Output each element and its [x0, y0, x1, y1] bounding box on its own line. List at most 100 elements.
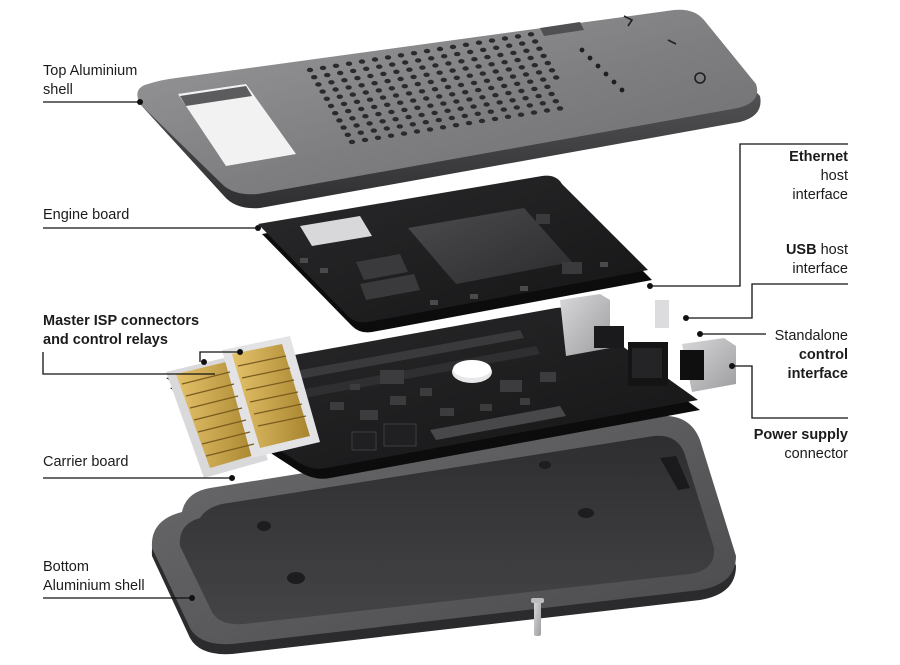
vent-hole	[415, 58, 422, 63]
vent-hole	[375, 111, 382, 117]
vent-hole	[531, 62, 538, 68]
vent-hole	[336, 94, 343, 99]
vent-hole	[370, 128, 377, 133]
vent-hole	[539, 101, 546, 106]
vent-hole	[332, 63, 340, 68]
vent-hole	[323, 96, 330, 102]
vent-hole	[367, 73, 374, 79]
vent-hole	[306, 67, 314, 73]
vent-hole	[493, 45, 500, 50]
vent-hole	[543, 108, 551, 113]
vent-hole	[410, 74, 417, 80]
vent-hole	[488, 62, 495, 67]
vent-hole	[413, 129, 421, 134]
vent-hole	[435, 117, 442, 123]
vent-hole	[379, 119, 386, 124]
vent-hole	[474, 111, 481, 117]
vent-hole	[513, 105, 520, 110]
vent-hole	[501, 36, 509, 41]
vent-hole	[384, 78, 391, 84]
vent-hole	[462, 90, 469, 95]
vent-hole	[505, 67, 512, 72]
vent-hole	[406, 67, 413, 72]
vent-hole	[540, 53, 547, 59]
vent-hole	[444, 108, 451, 114]
vent-hole	[419, 65, 426, 70]
vent-hole	[371, 104, 378, 110]
vent-hole	[475, 40, 483, 45]
vent-hole	[536, 46, 543, 51]
vent-hole	[556, 106, 564, 111]
vent-hole	[454, 51, 461, 57]
vent-hole	[453, 99, 460, 104]
vent-hole	[328, 80, 335, 85]
vent-hole	[496, 76, 504, 81]
vent-hole	[340, 101, 348, 107]
vent-hole	[519, 41, 526, 46]
vent-hole	[353, 99, 361, 105]
vent-hole	[492, 69, 499, 74]
vent-hole	[414, 81, 421, 87]
vent-hole	[501, 60, 508, 65]
vent-hole	[514, 81, 521, 87]
vent-hole	[535, 70, 543, 75]
vent-hole	[504, 114, 512, 120]
vent-hole	[362, 114, 369, 119]
vent-hole	[340, 125, 347, 130]
vent-hole	[535, 93, 542, 99]
vent-hole	[510, 50, 517, 56]
vent-hole	[544, 60, 551, 66]
vent-hole	[470, 104, 477, 109]
vent-hole	[522, 96, 529, 101]
vent-hole	[527, 79, 534, 84]
vent-hole	[497, 52, 504, 58]
vent-hole	[506, 43, 513, 48]
vent-hole	[483, 102, 490, 107]
vent-hole	[426, 127, 434, 132]
vent-hole	[414, 105, 421, 111]
vent-hole	[393, 69, 400, 75]
vent-hole	[436, 46, 444, 52]
vent-hole	[475, 64, 482, 69]
vent-hole	[371, 81, 378, 86]
vent-hole	[449, 68, 456, 73]
vent-hole	[345, 85, 352, 90]
vent-hole	[361, 137, 369, 143]
vent-hole	[392, 93, 400, 98]
vent-hole	[392, 117, 399, 122]
vent-hole	[401, 84, 408, 89]
vent-hole	[527, 32, 535, 37]
vent-hole-grid	[306, 32, 564, 145]
vent-hole	[423, 48, 431, 54]
vent-hole	[397, 53, 405, 58]
vent-hole	[311, 75, 318, 80]
vent-hole	[410, 51, 418, 56]
vent-hole	[332, 87, 339, 92]
vent-hole	[531, 86, 538, 92]
vent-hole	[488, 38, 496, 43]
vent-hole	[436, 70, 443, 75]
vent-hole	[371, 57, 379, 62]
vent-hole	[462, 42, 470, 47]
vent-hole	[349, 116, 356, 121]
vent-hole	[509, 98, 516, 103]
vent-hole	[358, 59, 366, 64]
vent-hole	[500, 107, 507, 112]
vent-hole	[518, 65, 525, 70]
vent-hole	[496, 100, 503, 105]
vent-hole	[387, 133, 395, 138]
vent-hole	[548, 91, 555, 97]
vent-hole	[380, 71, 387, 77]
vent-hole	[332, 111, 339, 116]
vent-hole	[348, 139, 356, 145]
vent-hole	[418, 89, 426, 94]
vent-hole	[517, 112, 525, 117]
vent-hole	[423, 72, 430, 78]
top-aluminium-shell	[137, 9, 761, 209]
vent-hole	[544, 84, 551, 90]
vent-hole	[436, 94, 443, 99]
label-usb-host-interface: USB host interface	[785, 242, 848, 277]
vent-hole	[440, 77, 447, 83]
vent-hole	[428, 56, 435, 61]
